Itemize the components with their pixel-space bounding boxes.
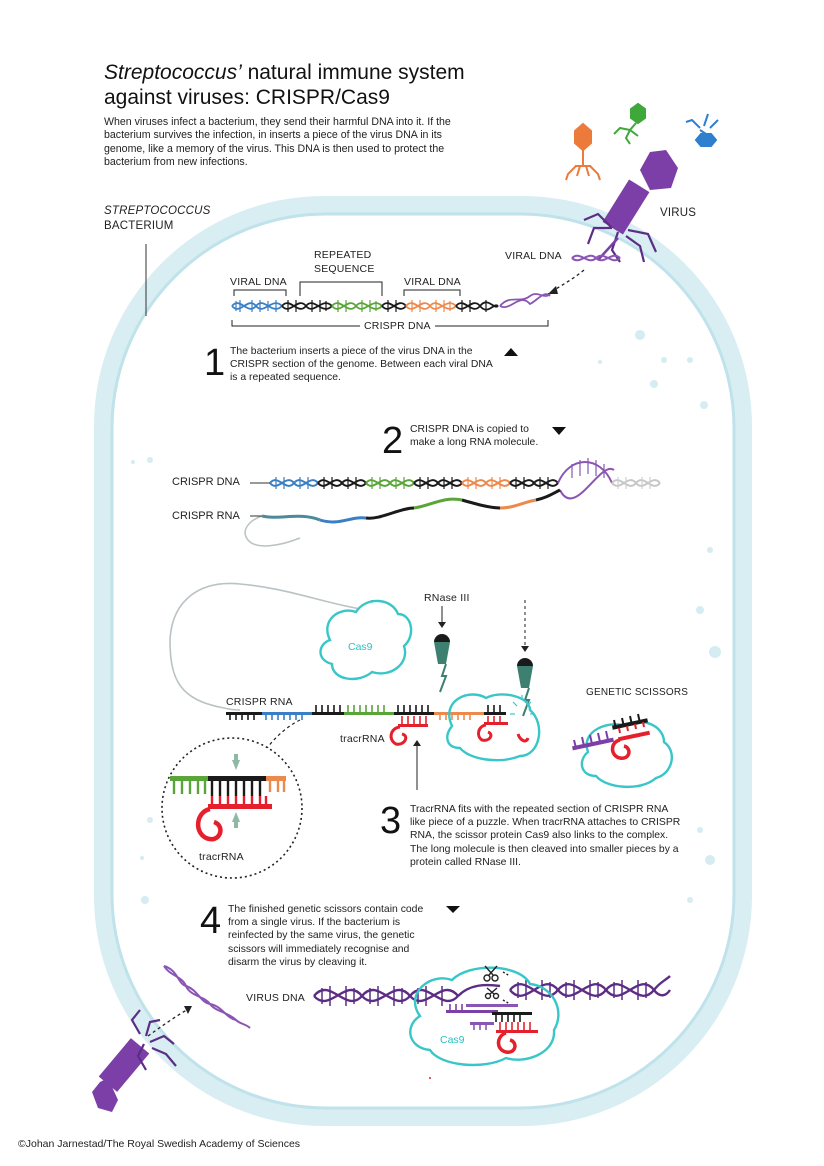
- virus-dna-label: VIRUS DNA: [246, 992, 305, 1004]
- virus-purple-icon: [583, 150, 678, 263]
- step-4-text: The finished genetic scissors contain co…: [228, 904, 424, 968]
- guide-complex-row4: [446, 1004, 538, 1054]
- repeated-label-2: SEQUENCE: [314, 263, 375, 275]
- phage-green-icon: [613, 102, 646, 145]
- intro-paragraph: When viruses infect a bacterium, they se…: [104, 116, 451, 169]
- dna-rungs-row1: [235, 300, 487, 312]
- triangle-up-icon: [504, 348, 518, 356]
- step-3-number: 3: [380, 800, 402, 842]
- cas9-outline-row3: [446, 693, 541, 762]
- title-line1: natural immune system: [241, 61, 465, 84]
- step-1-number: 1: [204, 342, 226, 384]
- page-title: Streptococcus’ natural immune system aga…: [104, 60, 564, 110]
- bacterium-membrane: [94, 196, 752, 1126]
- viral-dna-right-label: VIRAL DNA: [404, 276, 461, 288]
- crispr-dna-row2-label: CRISPR DNA: [172, 476, 240, 488]
- virus-label: VIRUS: [660, 207, 697, 219]
- repeated-label-1: REPEATED: [314, 249, 372, 261]
- cas9-label-b: Cas9: [440, 1034, 465, 1046]
- step-2-number: 2: [382, 420, 404, 462]
- viral-dna-left-label: VIRAL DNA: [230, 276, 287, 288]
- step-1-text: The bacterium inserts a piece of the vir…: [230, 346, 493, 384]
- rna-loop: [169, 582, 381, 709]
- virus-purple-icon-bottom: [92, 1009, 177, 1112]
- dna-rungs-row4: [321, 980, 647, 1006]
- crispr-rna-row2-label: CRISPR RNA: [172, 510, 240, 522]
- title-italic: Streptococcus’: [104, 61, 242, 84]
- step-3-text: TracrRNA fits with the repeated section …: [410, 804, 681, 868]
- triangle-down-icon-4: [446, 906, 460, 913]
- rnase-iii-icon-2: [517, 600, 533, 717]
- crispr-rna-comb: [226, 705, 508, 790]
- cleave-spark: [510, 695, 535, 715]
- bubbles: [131, 330, 721, 904]
- cas9-protein-icon: [319, 599, 413, 681]
- rnase-label: RNase III: [424, 592, 470, 604]
- scissors-icon: [483, 965, 511, 1005]
- tracrrna-label: tracrRNA: [340, 733, 385, 745]
- step-4-number: 4: [200, 900, 222, 942]
- step-2-text: CRISPR DNA is copied to make a long RNA …: [410, 424, 539, 449]
- crispr-dna-bracket-label: CRISPR DNA: [360, 320, 435, 332]
- rnase-iii-icon: [434, 606, 450, 693]
- strep-label-line2: BACTERIUM: [104, 220, 174, 232]
- viral-dna-injected: [571, 254, 621, 262]
- cas9-outline-row4: [409, 966, 560, 1067]
- crispr-dna-row2: [250, 461, 661, 500]
- strep-label-line1: STREPTOCOCCUS: [104, 205, 211, 217]
- credit-line: ©Johan Jarnestad/The Royal Swedish Acade…: [18, 1138, 301, 1150]
- phage-blue-icon: [685, 113, 719, 147]
- triangle-down-icon: [552, 427, 566, 435]
- viral-dna-top-label: VIRAL DNA: [505, 250, 562, 262]
- crispr-rna-row2: [244, 488, 561, 547]
- cas9-label-a: Cas9: [348, 641, 373, 653]
- zoom-circle: [161, 737, 303, 879]
- genetic-scissors-label: GENETIC SCISSORS: [586, 687, 689, 698]
- crispr-dna-row1: [231, 293, 551, 311]
- virus-dna-fragment: [163, 965, 251, 1029]
- crispr-rna-row3-label: CRISPR RNA: [226, 696, 293, 708]
- dna-rungs-row2: [275, 458, 651, 489]
- title-line2: against viruses: CRISPR/Cas9: [104, 86, 390, 109]
- genetic-scissors: [572, 713, 674, 789]
- phage-orange-icon: [565, 122, 601, 181]
- tracrrna-zoom-label: tracrRNA: [199, 851, 244, 863]
